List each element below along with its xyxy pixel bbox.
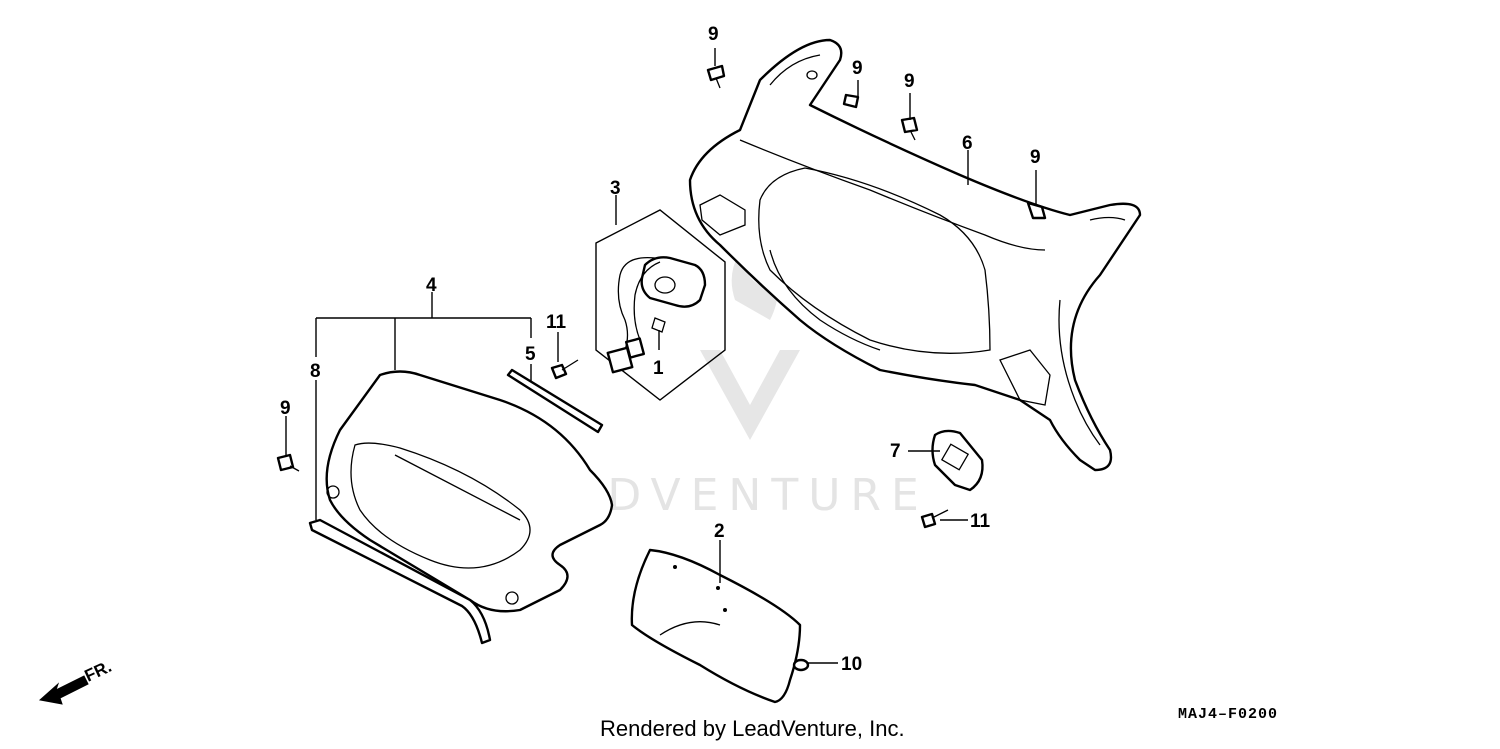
screw-9-d (1026, 201, 1047, 220)
callouts: 9 9 9 6 9 3 4 11 5 8 1 9 7 11 2 10 (280, 24, 1041, 675)
callout-1: 1 (653, 358, 664, 379)
callout-4: 4 (426, 275, 437, 296)
callout-11: 11 (970, 511, 991, 532)
part-7-bracket (931, 429, 984, 492)
part-3-switch-assembly (595, 209, 726, 401)
callout-2: 2 (714, 521, 725, 542)
callout-10: 10 (841, 654, 862, 675)
callout-9: 9 (280, 398, 291, 419)
callout-9: 9 (904, 71, 915, 92)
callout-9: 9 (852, 58, 863, 79)
callout-5: 5 (525, 344, 536, 365)
screw-11-a (550, 359, 579, 380)
screw-9-a (706, 64, 726, 89)
screw-9-b (842, 93, 860, 109)
part-8-trim-strip (308, 518, 492, 645)
callout-11: 11 (546, 312, 567, 333)
callout-6: 6 (962, 133, 973, 154)
part-5-seal-strip (506, 368, 604, 434)
part-2-pad (630, 548, 802, 704)
leader-lines (285, 48, 1037, 664)
screw-9-c (900, 116, 919, 141)
part-4-inner-panel (325, 370, 614, 613)
callout-9: 9 (1030, 147, 1041, 168)
callout-7: 7 (890, 441, 901, 462)
front-direction-arrow: FR. (38, 657, 115, 705)
screw-11-b (920, 509, 949, 529)
nut-10 (792, 658, 810, 672)
callout-9: 9 (708, 24, 719, 45)
screw-9-e (276, 453, 300, 472)
callout-8: 8 (310, 361, 321, 382)
callout-3: 3 (610, 178, 621, 199)
credit-text: Rendered by LeadVenture, Inc. (600, 716, 905, 741)
diagram-code: MAJ4–F0200 (1178, 706, 1279, 723)
part-6-rear-cover (688, 38, 1142, 472)
